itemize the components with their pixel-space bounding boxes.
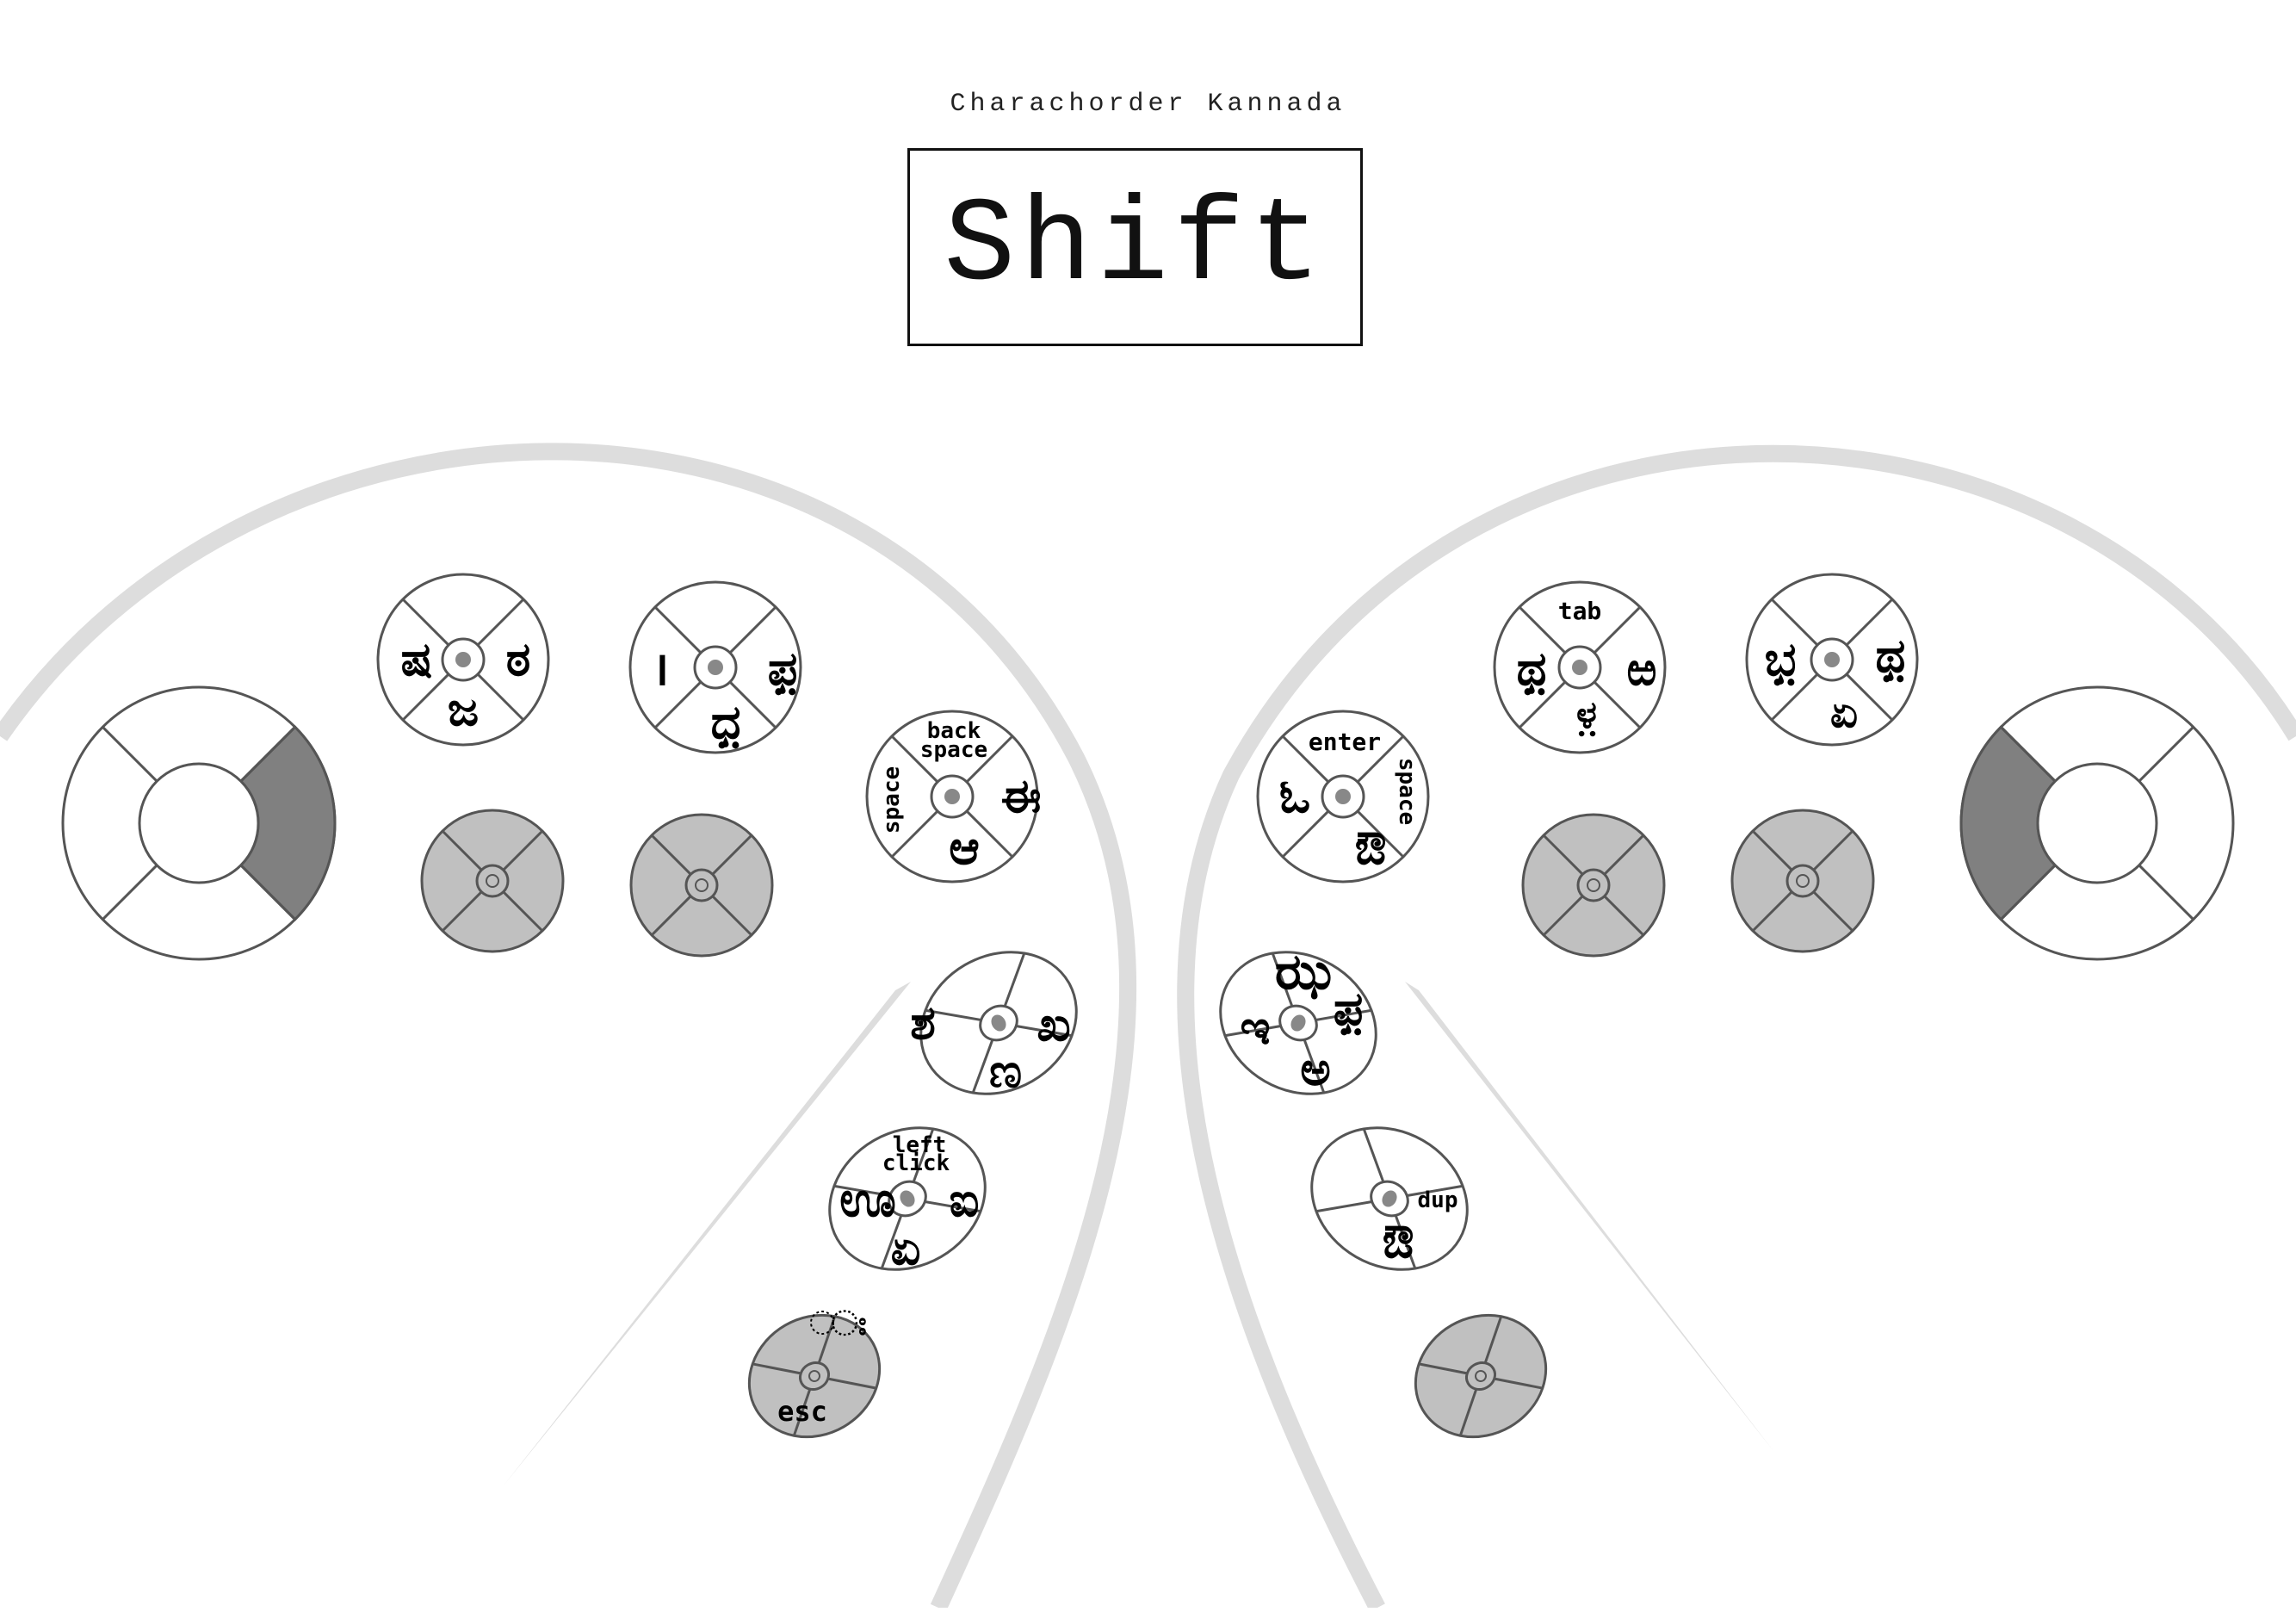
key-r-middle-down: ಳ಼ — [1576, 693, 1597, 737]
key-l-ring-left: ಷ — [401, 632, 433, 686]
key-r-index-down: ಔ — [1355, 821, 1387, 875]
left-wedge — [504, 982, 911, 1485]
key-r-thumb2[interactable] — [1286, 1100, 1494, 1297]
key-l-thumb2-left: ಊ — [839, 1172, 896, 1228]
key-r-index-up: enter — [1309, 728, 1381, 756]
layout-subtitle: Charachorder Kannada — [950, 90, 1346, 119]
key-l-middle-right: ಫ಼ — [768, 642, 798, 696]
key-r-ring[interactable]: ಭ಼ ಥ಼ ಏ — [1745, 573, 1919, 747]
key-l-ring-right: ಠ — [506, 632, 531, 686]
layer-title-box: Shift — [907, 148, 1363, 346]
key-l-thumb1-left: ಶ — [910, 995, 936, 1050]
right-hand-arc — [1177, 444, 2296, 1612]
key-r-ring-right: ಥ಼ — [1876, 629, 1906, 683]
background-wedges — [504, 982, 1773, 1485]
dotted-base-circle-icon — [810, 1311, 834, 1335]
key-l-thumb2-right: ಐ — [950, 1173, 980, 1227]
key-l-index-up-line2: space — [920, 737, 987, 763]
key-l-thumb1-down: ಣ — [989, 1044, 1022, 1098]
key-r-thumb1-right: ಫ಼ — [1334, 982, 1364, 1036]
right-thumb-dial[interactable] — [1959, 685, 2235, 961]
key-l-middle-left: । — [652, 642, 669, 696]
key-l-thumb3-up-right: ಃ — [831, 1304, 867, 1343]
key-l-index-up-line1: back — [927, 718, 981, 744]
key-l-thumb2-up-line1: left — [893, 1132, 947, 1158]
key-r-ring-left: ಭ಼ — [1765, 632, 1797, 686]
key-l-thumb2-down: ಏ — [891, 1221, 921, 1275]
layer-title: Shift — [944, 180, 1327, 314]
key-r-lower-inactive[interactable] — [1521, 813, 1666, 958]
right-wedge — [1405, 982, 1773, 1451]
key-l-index-down: ಆ — [949, 821, 980, 875]
key-r-thumb3[interactable] — [1393, 1292, 1568, 1460]
key-r-index[interactable]: enter ಓ space ಔ — [1256, 710, 1430, 884]
key-l-thumb2-up-line2: click — [882, 1150, 950, 1176]
key-r-middle-left: ಥ಼ — [1517, 642, 1547, 696]
key-l-middle[interactable]: । ಫ಼ ಧ಼ — [628, 580, 802, 754]
key-l-thumb3-down: esc — [777, 1395, 827, 1428]
background-arcs — [0, 443, 2296, 1612]
key-r-ring-down: ಏ — [1830, 687, 1858, 737]
key-r-middle-right: ಱ — [1627, 642, 1657, 696]
key-r-thumb1-left: ಇ — [1240, 1001, 1270, 1055]
key-l-pinky-inactive[interactable] — [420, 809, 565, 953]
key-r-thumb2-right: dup — [1418, 1187, 1458, 1213]
key-l-middle-down: ಧ಼ — [711, 695, 741, 749]
key-l-index-right: ಈ — [1001, 769, 1042, 823]
key-r-index-right: space — [1394, 758, 1420, 825]
key-l-thumb3[interactable] — [727, 1292, 901, 1460]
key-l-index-left: space — [879, 766, 905, 834]
key-r-middle-up: tab — [1558, 597, 1602, 625]
key-r-middle[interactable]: tab ಥ಼ ಱ ಳ಼ — [1493, 580, 1667, 754]
key-l-index[interactable]: back space space ಈ ಆ — [865, 710, 1042, 884]
key-l-ring-down: ಜ — [448, 682, 479, 736]
key-r-thumb1-down: ಅ — [1300, 1042, 1331, 1096]
left-hand-arc — [0, 443, 1137, 1612]
key-l-thumb2[interactable] — [804, 1100, 1012, 1297]
key-l-thumb1-right: ಖ — [1037, 997, 1070, 1051]
key-l-thumb1[interactable] — [895, 924, 1103, 1121]
key-r-thumb1[interactable] — [1195, 924, 1402, 1121]
key-r-index-left: ಓ — [1279, 769, 1310, 823]
key-l-ring[interactable]: ಷ ಠ ಜ — [376, 573, 550, 747]
key-r-pinky-inactive[interactable] — [1730, 809, 1875, 953]
left-thumb-dial[interactable] — [61, 685, 337, 961]
key-l-lower-inactive[interactable] — [629, 813, 774, 958]
key-r-thumb2-down: ಔ — [1383, 1214, 1414, 1268]
key-r-thumb1-up: ಝ — [1275, 942, 1332, 1001]
